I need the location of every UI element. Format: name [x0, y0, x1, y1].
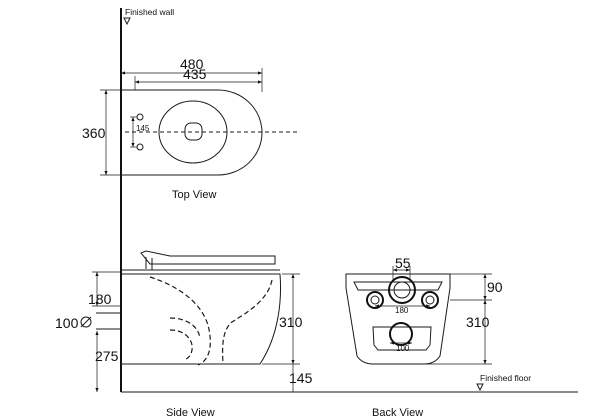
dim-top-opening: 55 — [395, 255, 411, 271]
finished-floor-label: Finished floor — [480, 373, 531, 383]
dim-inlet-height: 180 — [88, 291, 112, 307]
mounting-hole — [136, 113, 144, 121]
top-socket-inner — [393, 281, 411, 299]
dim-top-offset: 90 — [487, 279, 503, 295]
trap-path — [221, 279, 273, 364]
top-view: 480 435 360 145 Top View — [82, 56, 298, 201]
bowl-body — [121, 273, 282, 365]
bolt-hole-right-inner — [425, 295, 435, 305]
mounting-hole — [136, 143, 144, 151]
seat-lid — [140, 250, 276, 265]
trap-path — [149, 276, 211, 366]
trap-path — [169, 329, 193, 361]
back-body — [345, 273, 451, 365]
side-view-label: Side View — [166, 407, 215, 419]
dim-width: 360 — [82, 125, 106, 141]
dim-inner-length: 435 — [183, 66, 207, 82]
bolt-hole-left — [366, 291, 384, 309]
diameter-icon — [80, 316, 92, 328]
dim-bolt-spacing: 180 — [395, 306, 409, 315]
bolt-hole-left-inner — [370, 295, 380, 305]
side-view: 100 180 275 310 145 Side View — [55, 250, 313, 419]
outlet-pipe — [389, 322, 413, 346]
wall-marker-icon — [123, 17, 131, 26]
dim-body-height: 310 — [279, 314, 303, 330]
dim-floor-gap: 145 — [289, 370, 313, 386]
back-view-label: Back View — [372, 407, 423, 419]
diameter-icon — [80, 316, 92, 328]
dim-outlet-diameter: 100 — [396, 344, 410, 353]
top-socket — [388, 276, 416, 304]
dim-back-height: 310 — [466, 314, 490, 330]
back-view: 55 180 100 90 310 Back View — [345, 255, 503, 419]
dim-hole-spacing: 145 — [136, 124, 150, 133]
bolt-hole-right — [421, 291, 439, 309]
trap-path — [169, 317, 201, 339]
outlet-frame — [372, 326, 432, 351]
finished-wall-label: Finished wall — [125, 7, 174, 17]
floor-marker-icon — [476, 383, 484, 392]
dim-length: 480 — [180, 56, 204, 72]
drain-outlet — [184, 122, 203, 141]
dim-outlet-height: 275 — [95, 348, 119, 364]
top-view-label: Top View — [172, 189, 216, 201]
dim-inlet-diameter: 100 — [55, 315, 79, 331]
